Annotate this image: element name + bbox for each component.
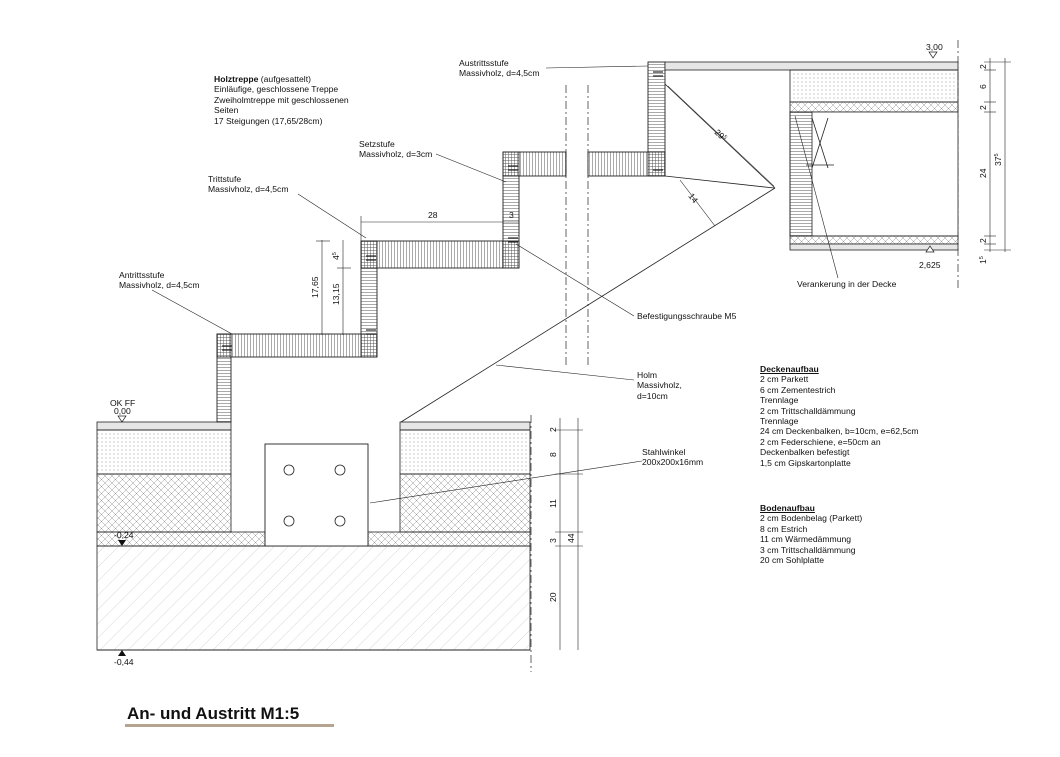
label-setzstufe: Setzstufe Massivholz, d=3cm [359, 139, 433, 160]
dim-ceiling-layer: 2 [978, 64, 988, 69]
dim-rise-inner: 13,15 [331, 283, 341, 305]
label-trittstufe: Trittstufe Massivholz, d=4,5cm [208, 174, 289, 195]
deckenaufbau-line: 2 cm Trittschalldämmung [760, 405, 856, 416]
stair-line: Einläufige, geschlossene Treppe [214, 84, 339, 95]
bodenaufbau-line: 11 cm Wärmedämmung [760, 534, 852, 545]
label-befestigung: Befestigungsschraube M5 [637, 311, 737, 321]
stair-heading-suffix: (aufgesattelt) [258, 74, 311, 84]
floor-buildup [96, 421, 531, 651]
deckenaufbau-list: Deckenaufbau 2 cm Parkett 6 cm Zementest… [760, 364, 919, 468]
label-stahlwinkel: Stahlwinkel 200x200x16mm [642, 447, 704, 468]
deckenaufbau-line: 1,5 cm Gipskartonplatte [760, 457, 851, 468]
level-top: 3,00 [926, 42, 943, 52]
dim-ceiling-layer: 6 [978, 84, 988, 89]
bolt-icon [334, 464, 346, 476]
level-markers-filled [118, 540, 126, 656]
dim-floor-layer: 2 [548, 427, 558, 432]
dim-floor-layer: 8 [548, 452, 558, 457]
level-markers [117, 51, 938, 423]
deckenaufbau-line: 2 cm Parkett [760, 374, 809, 385]
stair-steps [216, 61, 666, 423]
leader-lines [151, 65, 839, 504]
deckenaufbau-line: Trennlage [760, 395, 799, 406]
bodenaufbau-line: 2 cm Bodenbelag (Parkett) [760, 513, 863, 524]
dim-ceiling-layer: 2 [978, 105, 988, 110]
dim-ceiling-layer: 2 [978, 238, 988, 243]
dim-floor-layer: 11 [548, 499, 558, 508]
dim-stringer-depth: 14 [686, 191, 700, 205]
stair-description: Holztreppe (aufgesattelt) Einläufige, ge… [214, 74, 349, 126]
deckenaufbau-line: 6 cm Zementestrich [760, 384, 836, 395]
stair-line: Seiten [214, 105, 239, 116]
dim-tread-thickness: 45 [331, 252, 341, 260]
level-minus024: -0,24 [114, 530, 134, 540]
bolt-icon [334, 515, 346, 527]
stringer-holm [400, 83, 776, 423]
bodenaufbau-list: Bodenaufbau 2 cm Bodenbelag (Parkett) 8 … [760, 503, 862, 565]
label-austrittsstufe: Austrittsstufe Massivholz, d=4,5cm [459, 58, 540, 79]
bolt-icon [283, 515, 295, 527]
bodenaufbau-line: 20 cm Sohlplatte [760, 555, 825, 566]
label-antrittsstufe: Antrittsstufe Massivholz, d=4,5cm [119, 270, 200, 291]
dim-stringer-len: 295 [713, 127, 729, 143]
deckenaufbau-heading: Deckenaufbau [760, 364, 819, 374]
bolt-icon [283, 464, 295, 476]
stair-line: 17 Steigungen (17,65/28cm) [214, 115, 323, 126]
drawing-title: An- und Austritt M1:5 [127, 704, 300, 723]
deckenaufbau-line: 24 cm Deckenbalken, b=10cm, e=62,5cm [760, 426, 919, 437]
level-ok-ff: OK FF [110, 398, 135, 408]
ceiling-buildup [664, 61, 959, 251]
label-holm: Holm Massivholz, d=10cm [637, 370, 682, 401]
dim-ceiling-layer: 15 [978, 256, 988, 264]
dimension-lines [316, 58, 1011, 650]
bodenaufbau-heading: Bodenaufbau [760, 503, 815, 513]
dim-riser-thickness: 3 [509, 210, 514, 220]
deckenaufbau-line: Deckenbalken befestigt [760, 447, 850, 458]
stair-heading: Holztreppe [214, 74, 259, 84]
dim-floor-layer: 3 [548, 538, 558, 543]
deckenaufbau-line: Trennlage [760, 416, 799, 427]
dim-floor-layer: 20 [548, 592, 558, 602]
stair-line: Zweiholmtreppe mit geschlossenen [214, 94, 349, 105]
level-zero: 0,00 [114, 406, 131, 416]
title-underline [125, 724, 334, 727]
dim-rise: 17,65 [310, 276, 320, 298]
level-ceiling-bottom: 2,625 [919, 260, 941, 270]
label-verankerung: Verankerung in der Decke [797, 279, 897, 289]
steel-angle [264, 443, 369, 547]
bodenaufbau-line: 8 cm Estrich [760, 523, 808, 534]
deckenaufbau-line: 2 cm Federschiene, e=50cm an [760, 436, 881, 447]
dim-floor-total: 44 [566, 533, 576, 543]
dim-tread: 28 [428, 210, 438, 220]
dim-ceiling-layer: 24 [978, 168, 988, 178]
bodenaufbau-line: 3 cm Trittschalldämmung [760, 544, 856, 555]
dim-ceiling-total: 375 [993, 153, 1003, 166]
level-minus044: -0,44 [114, 657, 134, 667]
